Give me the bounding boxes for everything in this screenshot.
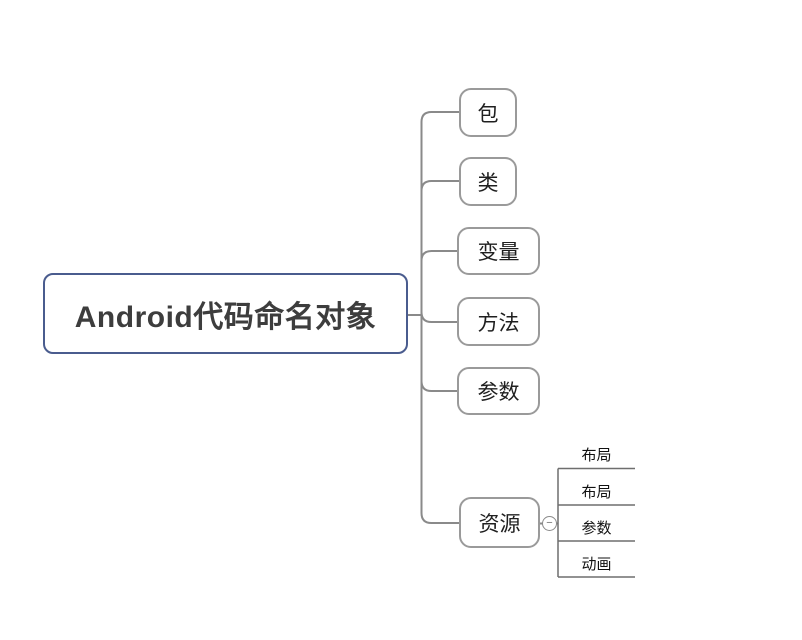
subtopic-layout-1-label: 布局 (581, 447, 612, 464)
subtopic-layout-1[interactable]: 布局 (558, 446, 635, 465)
topic-resource-label: 资源 (478, 512, 521, 536)
topic-parameter-label: 参数 (477, 381, 520, 404)
subtopic-layout-2[interactable]: 布局 (558, 483, 635, 502)
topic-method-label: 方法 (477, 311, 520, 335)
topic-variable[interactable]: 变量 (457, 227, 540, 275)
collapse-button[interactable]: − (542, 516, 557, 531)
subtopic-animation-label: 动画 (581, 556, 612, 573)
topic-class-label: 类 (477, 171, 499, 195)
subtopic-animation[interactable]: 动画 (558, 555, 635, 574)
subtopic-parameter[interactable]: 参数 (558, 519, 635, 538)
topic-package-label: 包 (477, 102, 499, 126)
topic-variable-label: 变量 (477, 241, 520, 264)
subtopic-parameter-label: 参数 (581, 520, 612, 537)
subtopic-connectors (557, 467, 635, 578)
topic-resource[interactable]: 资源 (459, 497, 540, 548)
branch-connectors (408, 111, 558, 525)
topic-root[interactable]: Android代码命名对象 (43, 273, 408, 354)
minus-icon: − (546, 517, 553, 529)
topic-parameter[interactable]: 参数 (457, 367, 540, 415)
topic-root-label: Android代码命名对象 (74, 300, 377, 334)
subtopic-layout-2-label: 布局 (581, 484, 612, 501)
topic-package[interactable]: 包 (459, 88, 517, 137)
topic-class[interactable]: 类 (459, 157, 517, 206)
topic-method[interactable]: 方法 (457, 297, 540, 346)
